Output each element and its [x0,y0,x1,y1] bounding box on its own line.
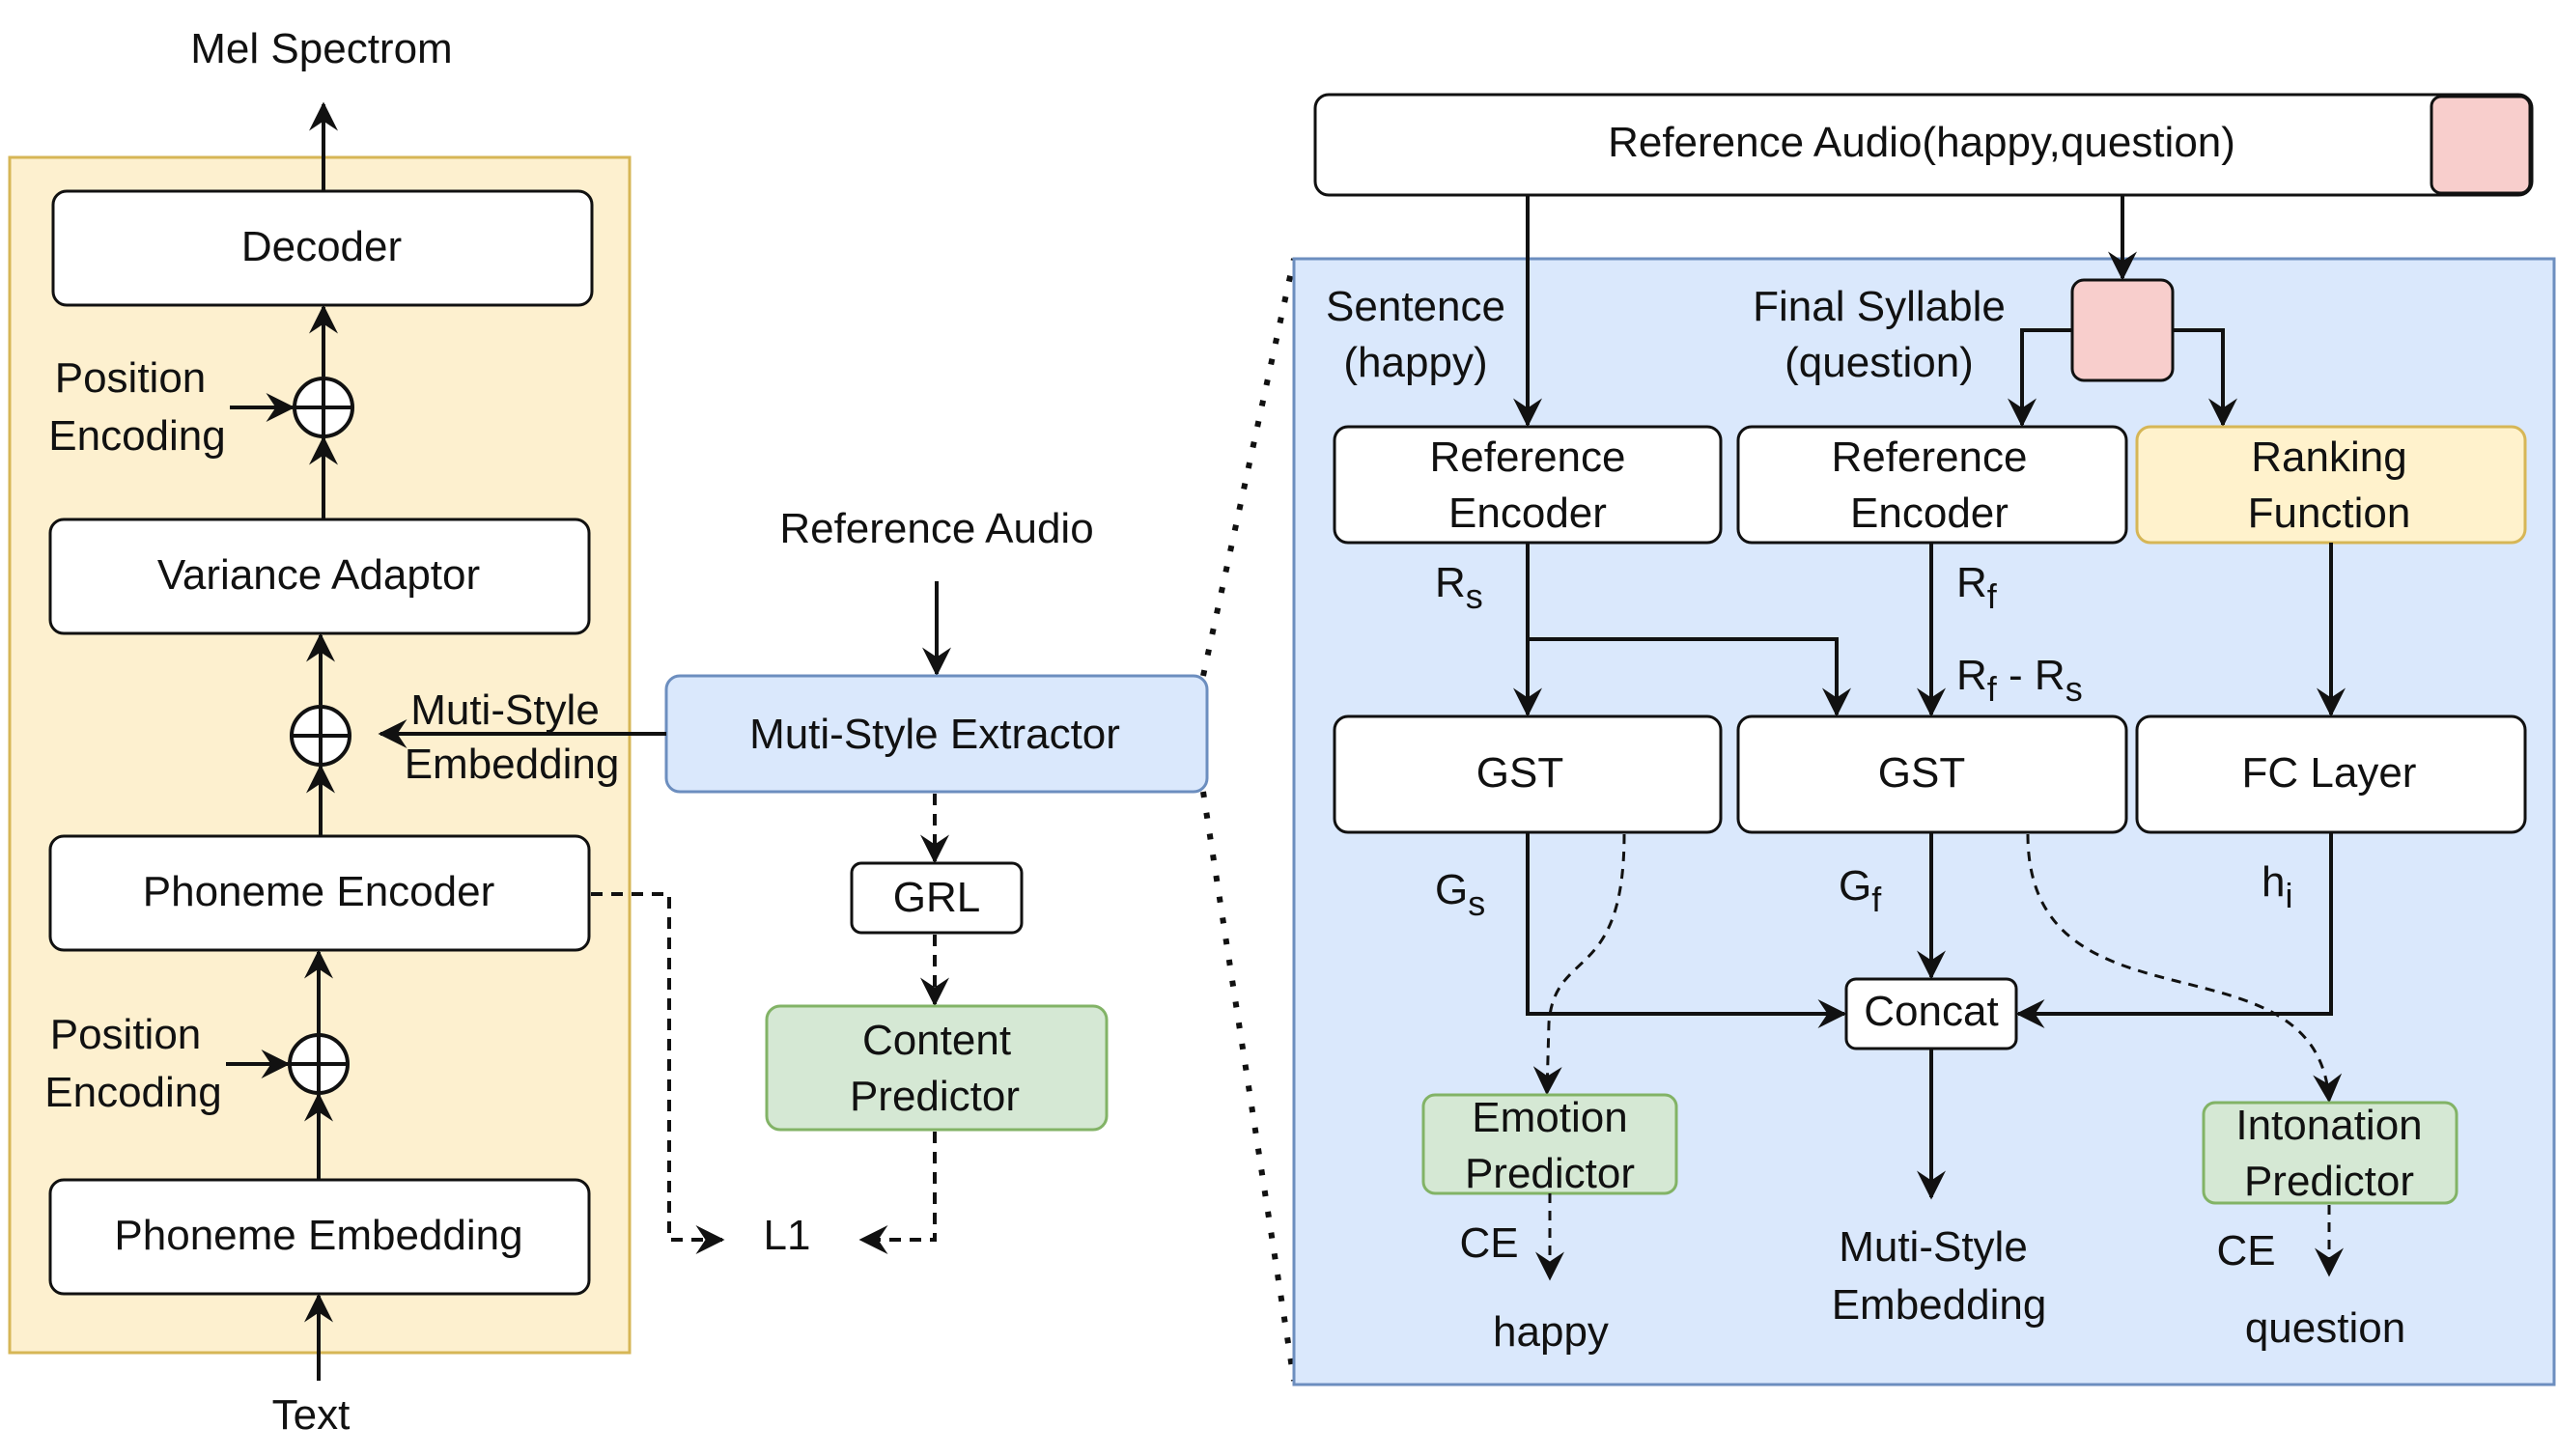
final-syllable-line2: (question) [1784,339,1974,386]
reference-encoder-sentence-line2: Encoder [1448,490,1607,537]
variance-adaptor-label: Variance Adaptor [157,551,480,599]
position-encoding-bottom-line1: Position [50,1011,202,1058]
position-encoding-top-line1: Position [55,354,207,402]
intonation-predictor-line2: Predictor [2244,1158,2414,1205]
grl-box [850,861,1024,935]
reference-encoder-syllable-line1: Reference [1831,434,2027,481]
sentence-line2: (happy) [1343,339,1487,386]
muti-style-embedding-line1: Muti-Style [410,686,600,734]
reference-audio-label: Reference Audio [779,505,1093,552]
grl-label: GRL [893,874,980,921]
phoneme-encoder-to-l1-arrow [591,892,725,1254]
content-predictor-line1: Content [862,1017,1011,1064]
intonation-predictor-box [2202,1101,2459,1205]
position-encoding-top-line2: Encoding [48,412,225,460]
rs-label: Rs [1435,559,1483,616]
text-input-label: Text [272,1391,351,1439]
content-predictor-line2: Predictor [850,1073,1020,1120]
ranking-function-line2: Function [2248,490,2411,537]
position-encoding-bottom-line2: Encoding [44,1069,221,1116]
final-syllable-segment [2070,278,2175,382]
mel-spectrum-label: Mel Spectrom [190,25,452,72]
content-predictor-box [765,1004,1109,1132]
ce-left-label: CE [1459,1219,1518,1267]
phoneme-encoder-label: Phoneme Encoder [143,868,494,915]
hi-label: hi [2262,858,2292,915]
reference-encoder-syllable-line2: Encoder [1850,490,2009,537]
ce-right-label: CE [2216,1227,2275,1274]
rf-minus-rs-label: Rf - Rs [1956,652,2083,709]
phoneme-embedding-label: Phoneme Embedding [114,1212,522,1259]
reference-audio-header-label: Reference Audio(happy,question) [1608,119,2235,166]
gst-sentence-label: GST [1476,749,1563,797]
final-syllable-line1: Final Syllable [1753,283,2006,330]
ranking-function-line1: Ranking [2251,434,2406,481]
muti-style-embedding-output-line2: Embedding [1832,1281,2047,1329]
zoom-line-bottom [1200,791,1297,1382]
reference-audio-header-box [1313,93,2534,197]
gst-syllable-label: GST [1878,749,1965,797]
zoom-line-top [1200,258,1297,677]
l1-loss-label: L1 [764,1212,811,1259]
sentence-line1: Sentence [1326,283,1505,330]
rf-label: Rf [1956,559,1998,616]
decoder-label: Decoder [241,223,402,270]
emotion-predictor-line1: Emotion [1472,1094,1627,1141]
audio-segment-marker [2430,95,2532,195]
happy-output-label: happy [1493,1308,1609,1356]
muti-style-embedding-line2: Embedding [405,741,620,788]
intonation-predictor-line1: Intonation [2235,1102,2422,1149]
muti-style-embedding-output-line1: Muti-Style [1839,1223,2028,1271]
reference-encoder-sentence-line1: Reference [1429,434,1625,481]
question-output-label: question [2245,1304,2405,1352]
fc-layer-label: FC Layer [2242,749,2417,797]
emotion-predictor-line2: Predictor [1465,1150,1635,1197]
content-to-l1-arrow [858,1132,937,1254]
concat-label: Concat [1864,988,1998,1035]
muti-style-extractor-label: Muti-Style Extractor [749,711,1120,758]
gf-label: Gf [1839,862,1882,919]
gs-label: Gs [1435,866,1485,923]
